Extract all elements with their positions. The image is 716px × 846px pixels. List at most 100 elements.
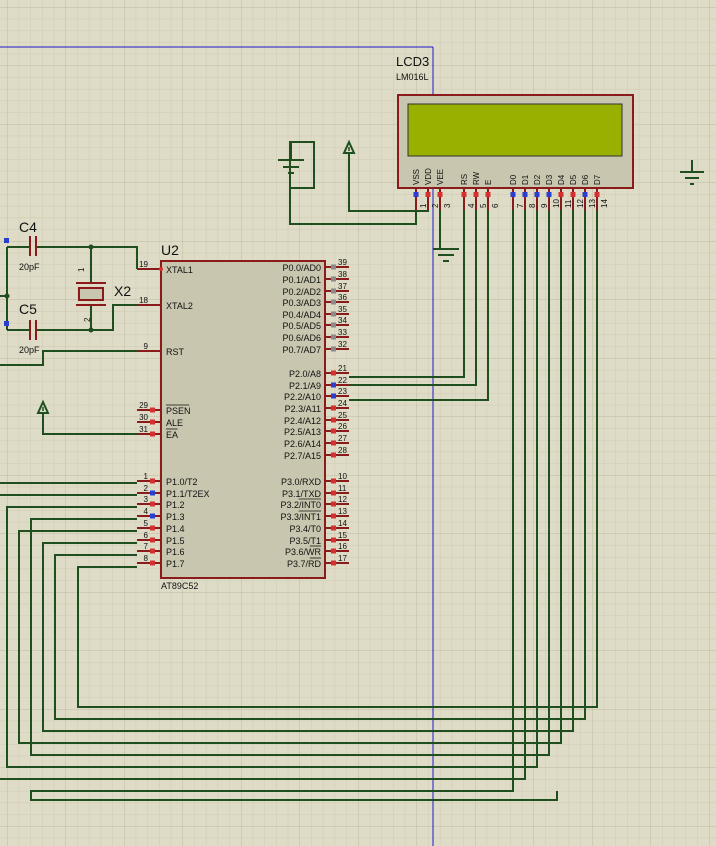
crystal-x2[interactable]: X2 1 2 — [76, 267, 131, 322]
mcu-pin-name: P3.6/WR — [285, 547, 322, 557]
mcu-pin-number: 26 — [338, 422, 347, 431]
lcd-pin-number: 6 — [491, 203, 500, 208]
ground-icon — [680, 160, 704, 185]
mcu-pin-marker — [331, 560, 336, 566]
mcu-ref: U2 — [161, 242, 179, 258]
wire — [77, 210, 598, 708]
mcu-pin-marker — [150, 407, 155, 413]
mcu-pin-marker — [331, 382, 336, 388]
lcd-pin-marker — [510, 192, 516, 197]
wire — [30, 210, 558, 801]
mcu-pin-name: P2.3/A11 — [285, 404, 321, 414]
power-icon — [36, 399, 50, 414]
mcu-pin-marker — [331, 370, 336, 376]
mcu-pin-marker — [150, 501, 155, 507]
lcd-screen — [407, 103, 623, 157]
mcu-pin-number: 2 — [144, 484, 149, 493]
mcu-pin-name: P1.6 — [166, 547, 185, 557]
x2-body — [78, 287, 104, 301]
wire — [0, 350, 137, 366]
wire — [36, 304, 137, 331]
lcd-pin-number: 11 — [564, 199, 573, 208]
mcu-body — [160, 260, 326, 579]
lcd-pin-marker — [461, 192, 467, 197]
lcd-pin-name: D4 — [557, 174, 566, 185]
mcu-pin-marker — [150, 431, 155, 437]
lcd-pin-name: D1 — [521, 174, 530, 185]
mcu-pin-number: 27 — [338, 434, 347, 443]
mcu-pin-name: P2.4/A12 — [284, 416, 321, 426]
wire — [30, 210, 550, 756]
mcu-pin-marker — [150, 537, 155, 543]
mcu-pin-number: 35 — [338, 305, 347, 314]
lcd-pin-marker — [437, 192, 443, 197]
mcu-pin-number: 8 — [144, 554, 149, 563]
mcu-pin-name: P2.0/A8 — [289, 369, 321, 379]
capacitor-c4[interactable]: C4 20pF — [4, 219, 40, 272]
c5-pin-marker — [4, 321, 9, 326]
mcu-pin-name: XTAL2 — [166, 301, 193, 311]
mcu-component[interactable]: U2 AT89C52 19XTAL118XTAL29RST29PSEN30ALE… — [137, 242, 349, 591]
junction-dot — [4, 293, 10, 299]
mcu-pin-marker — [331, 346, 336, 352]
lcd-component[interactable]: LCD3 LM016L VSS1VDD2VEE3RS4RW5E6D07D18D2… — [396, 54, 634, 210]
mcu-pin-name: P3.0/RXD — [281, 477, 322, 487]
lcd-pin-marker — [485, 192, 491, 197]
ground-icon — [278, 143, 304, 174]
x2-pin2-label: 2 — [83, 317, 92, 322]
mcu-pin-marker — [331, 490, 336, 496]
lcd-pin-marker — [413, 192, 419, 197]
capacitor-c5[interactable]: C5 20pF — [4, 301, 40, 355]
mcu-pin-name: P3.3/INT1 — [280, 512, 321, 522]
lcd-pin-marker — [522, 192, 528, 197]
x2-ref: X2 — [114, 283, 131, 299]
mcu-pin-marker — [331, 311, 336, 317]
mcu-pin-number: 22 — [338, 376, 347, 385]
mcu-pin-number: 10 — [338, 472, 347, 481]
mcu-pin-number: 3 — [144, 495, 149, 504]
mcu-pin-marker — [331, 513, 336, 519]
lcd-pin-marker — [594, 192, 600, 197]
lcd-pin-number: 3 — [443, 203, 452, 208]
mcu-pin-number: 24 — [338, 399, 347, 408]
mcu-pin-marker — [150, 478, 155, 484]
mcu-model: AT89C52 — [161, 581, 198, 591]
mcu-pin-marker — [331, 478, 336, 484]
lcd-pin-marker — [546, 192, 552, 197]
mcu-pin-number: 11 — [338, 484, 347, 493]
mcu-pin-name: P0.5/AD5 — [282, 321, 321, 331]
ground-icon — [433, 248, 459, 262]
mcu-pin-marker — [331, 525, 336, 531]
mcu-pin-name: P3.7/RD — [287, 559, 322, 569]
wire — [349, 210, 477, 386]
lcd-pin-marker — [570, 192, 576, 197]
mcu-pin-number: 19 — [139, 260, 148, 269]
lcd-pin-name: VDD — [424, 168, 433, 185]
lcd-pin-number: 12 — [576, 199, 585, 208]
mcu-pin-name: P0.1/AD1 — [282, 275, 321, 285]
mcu-pin-name: P1.5 — [166, 536, 185, 546]
wire — [6, 210, 538, 768]
mcu-pin-number: 12 — [338, 495, 347, 504]
wire — [0, 210, 526, 780]
c4-value: 20pF — [19, 262, 40, 272]
mcu-pin-marker — [331, 264, 336, 270]
lcd-pin-number: 10 — [552, 199, 561, 208]
power-icon — [342, 139, 356, 154]
mcu-pin-number: 36 — [338, 293, 347, 302]
mcu-pin-name: P1.0/T2 — [166, 477, 198, 487]
mcu-pin-number: 9 — [144, 342, 149, 351]
mcu-pin-marker — [150, 490, 155, 496]
mcu-pin-name: P2.6/A14 — [284, 439, 321, 449]
mcu-pin-number: 21 — [338, 364, 347, 373]
mcu-pin-marker — [331, 417, 336, 423]
mcu-pin-number: 39 — [338, 258, 347, 267]
lcd-pin-number: 1 — [419, 203, 428, 208]
mcu-pin-number: 17 — [338, 554, 347, 563]
mcu-pin-number: 5 — [144, 519, 149, 528]
mcu-pin-marker — [331, 537, 336, 543]
mcu-pin-number: 7 — [144, 542, 149, 551]
mcu-pin-number: 14 — [338, 519, 347, 528]
mcu-pin-name: P3.1/TXD — [282, 489, 322, 499]
